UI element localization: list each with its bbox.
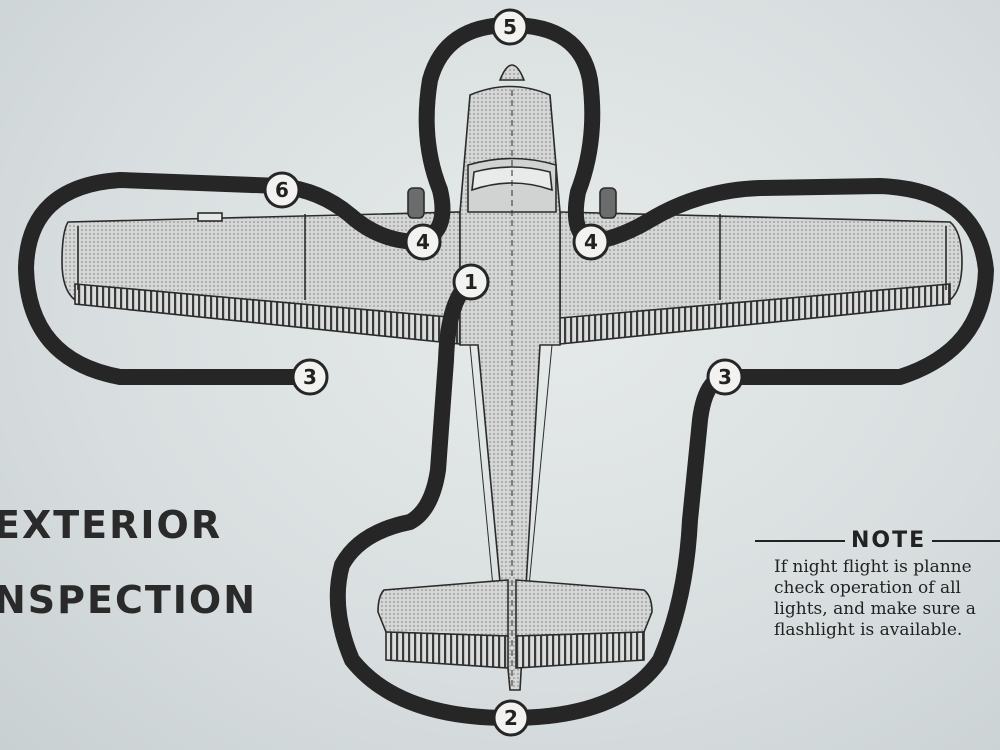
checkpoint-2-marker: 2 [492,699,530,737]
title-line-1: EXTERIOR [0,503,223,547]
inspection-path [18,17,994,726]
checkpoint-4-left-marker: 4 [404,223,442,261]
checkpoint-2-label: 2 [504,706,518,730]
checkpoint-3-left-label: 3 [303,365,317,389]
checkpoint-3-right-marker: 3 [706,358,744,396]
checkpoint-3-left-marker: 3 [291,358,329,396]
right-main-gear [599,187,617,219]
note-line: If night flight is planne [774,557,972,577]
note-body: If night flight is planne check operatio… [774,557,1000,641]
checkpoint-6-label: 6 [275,178,289,202]
note-rule-right [932,539,1000,542]
note-rule-left [755,539,845,542]
note-line: flashlight is available. [774,620,963,640]
checkpoint-5-marker: 5 [491,8,529,46]
checkpoint-5-label: 5 [503,15,517,39]
horizontal-stabilizer [377,579,653,669]
checkpoint-4-right-marker: 4 [572,223,610,261]
note-title: NOTE [851,528,927,553]
right-wing [559,211,963,345]
left-wing [61,211,461,345]
note-line: check operation of all [774,578,961,598]
title-line-2: NSPECTION [0,578,258,622]
checkpoint-1-label: 1 [464,270,478,294]
checkpoint-4-left-label: 4 [416,230,430,254]
checkpoint-6-marker: 6 [263,171,301,209]
note-line: lights, and make sure a [774,599,976,619]
fuselage [459,85,561,691]
left-main-gear [407,187,425,219]
checkpoint-4-right-label: 4 [584,230,598,254]
propeller-spinner [498,64,526,81]
airplane [61,64,963,691]
checkpoint-3-right-label: 3 [718,365,732,389]
note-header: NOTE [755,528,1000,553]
checkpoint-1-marker: 1 [452,263,490,301]
